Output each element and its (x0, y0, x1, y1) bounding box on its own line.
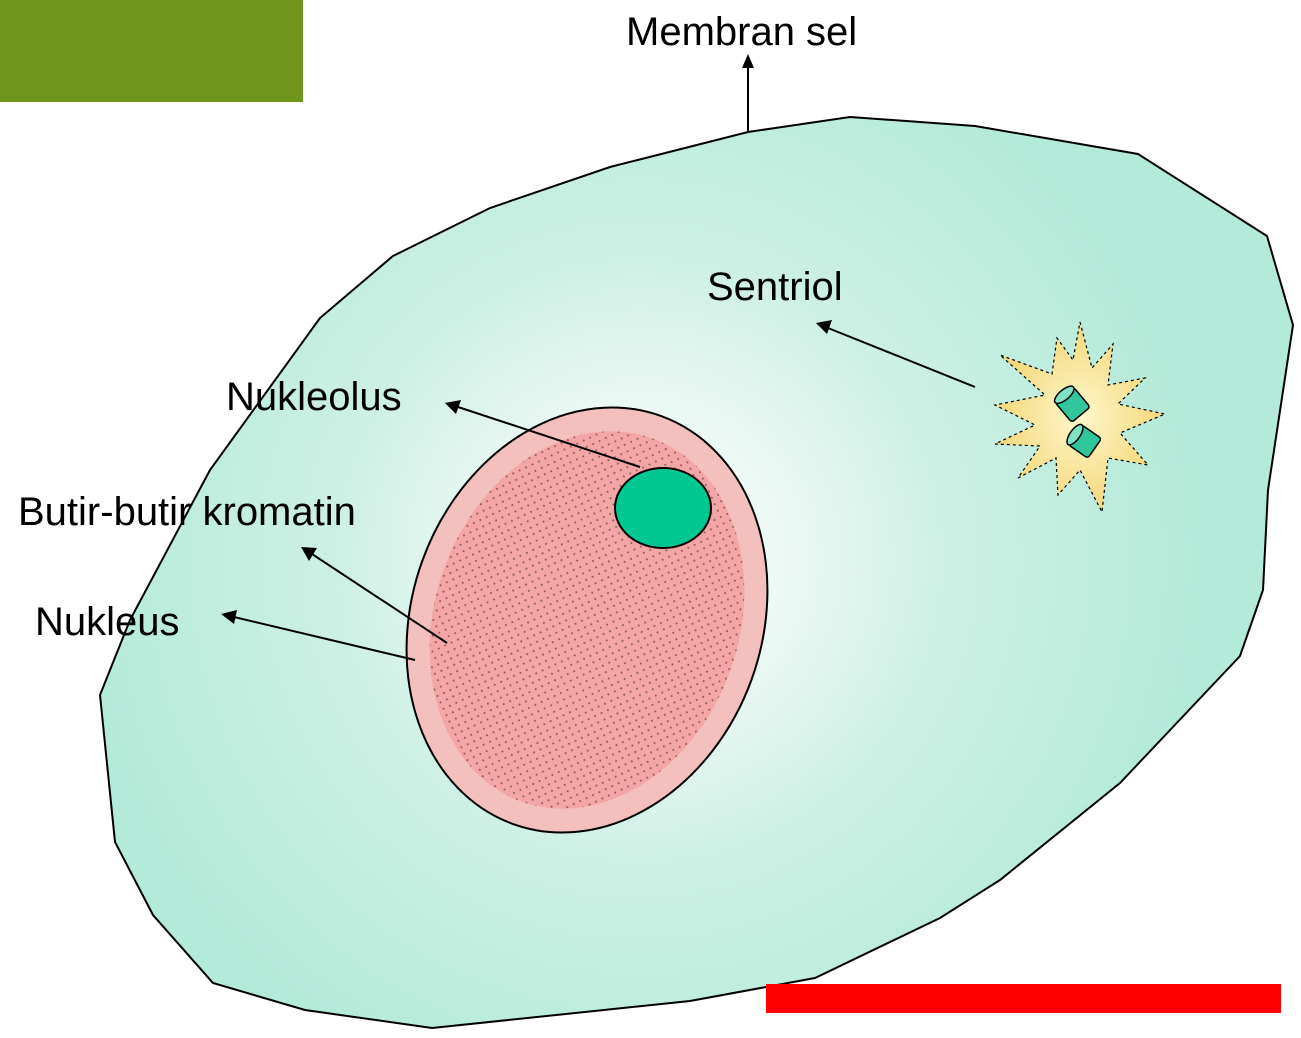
bottom-bar (766, 984, 1281, 1013)
label-nucleus: Nukleus (35, 602, 180, 642)
label-chromatin: Butir-butir kromatin (18, 492, 356, 532)
membrane-arrowhead (742, 54, 754, 68)
label-nucleolus: Nukleolus (226, 377, 402, 417)
nucleolus (615, 468, 711, 548)
label-centriole: Sentriol (707, 267, 843, 307)
label-membrane: Membran sel (626, 12, 857, 52)
corner-block (0, 0, 303, 102)
